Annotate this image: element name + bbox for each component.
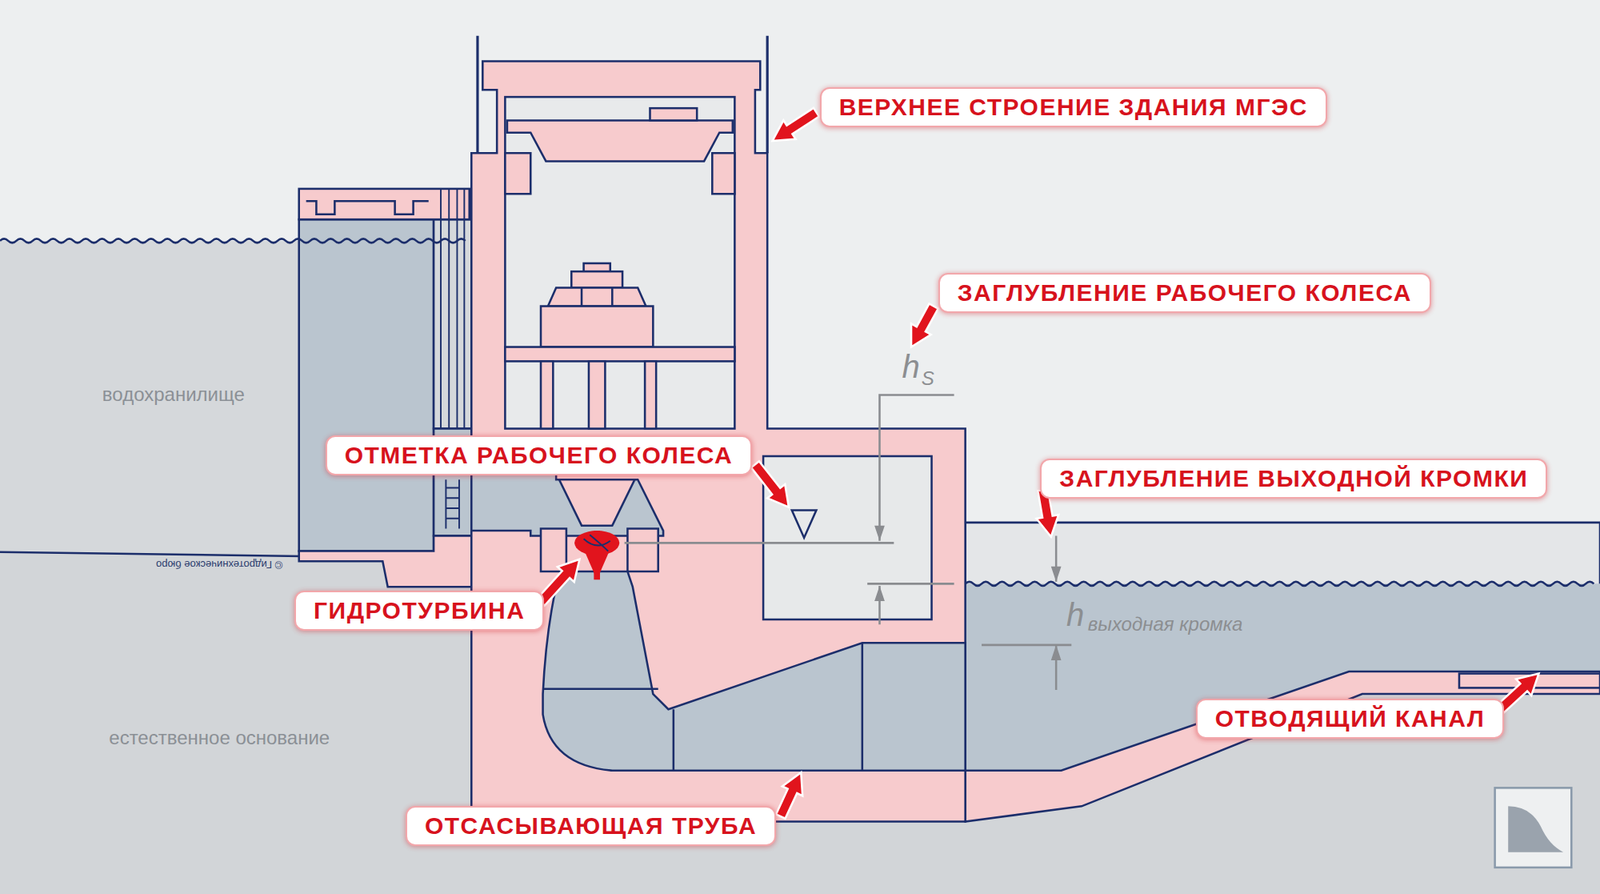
callout-box: ЗАГЛУБЛЕНИЕ ВЫХОДНОЙ КРОМКИ [1040,458,1548,499]
generator [540,306,653,348]
callout-box: ВЕРХНЕЕ СТРОЕНИЕ ЗДАНИЯ МГЭС [820,87,1328,128]
side-gallery [763,456,932,620]
turbine-cone [584,548,611,580]
exciter-top [584,263,611,272]
exciter [571,271,623,288]
machine-hall [504,96,735,428]
dimension-symbol: h [1066,596,1084,632]
callout-box: ЗАГЛУБЛЕНИЕ РАБОЧЕГО КОЛЕСА [938,272,1432,313]
turbine-blades [584,534,611,551]
shaft [588,360,605,428]
runner-level-line [624,541,895,544]
edge-depth-dimension [981,535,1072,690]
reservoir-wave [0,238,466,243]
intake-roof-notches [306,200,429,215]
ground-line [0,552,303,556]
dimension-subscript: выходная кромка [1088,613,1244,635]
region-label: водохранилище [102,384,245,405]
intake-roof [299,188,470,220]
hs-arrowheads [874,525,885,601]
callout-arrow [776,772,803,819]
hall-floor [504,347,735,362]
crane [507,120,733,161]
callout-box: ОТВОДЯЩИЙ КАНАЛ [1196,698,1505,739]
trash-rack-bay [433,219,472,428]
level-mark [792,510,817,538]
hs-dimension [867,394,954,624]
callout-box: ОТМЕТКА РАБОЧЕГО КОЛЕСА [325,435,753,476]
callout-arrow [911,303,939,347]
callout-box: ОТСАСЫВАЮЩАЯ ТРУБА [405,805,776,846]
generator-top [548,288,646,307]
callout-text: ЗАГЛУБЛЕНИЕ ВЫХОДНОЙ КРОМКИ [1059,464,1528,493]
tailwater-wave [965,581,1595,586]
intake-water [299,219,434,551]
tailwater [965,583,1600,770]
edge-depth-arrowheads [1051,566,1062,660]
callout-box: ГИДРОТУРБИНА [294,590,544,631]
intake-sill [299,535,472,587]
draft-tube [543,571,966,771]
logo-mark [1508,805,1564,852]
head-cover [559,479,635,525]
pier [540,360,553,428]
channel-cut [965,522,1600,771]
callout-arrow [751,460,789,508]
callout-text: ОТМЕТКА РАБОЧЕГО КОЛЕСА [344,440,734,470]
region-label: естественное основание [108,727,330,748]
callout-text: ГИДРОТУРБИНА [313,596,525,625]
dimension-subscript: S [921,368,935,389]
draft-tube-joints [543,642,863,770]
callout-text: ЗАГЛУБЛЕНИЕ РАБОЧЕГО КОЛЕСА [957,278,1412,308]
callout-text: ОТВОДЯЩИЙ КАНАЛ [1215,704,1486,733]
callout-arrow [772,108,820,141]
dimension-symbol: h [902,348,920,384]
pier [644,360,656,428]
ladder [445,479,460,528]
logo-frame [1495,787,1572,867]
callout-text: ОТСАСЫВАЮЩАЯ ТРУБА [424,811,757,840]
watermark: © Гидротехническое бюро [156,558,283,570]
callout-text: ВЕРХНЕЕ СТРОЕНИЕ ЗДАНИЯ МГЭС [839,92,1308,122]
crane-trolley [650,108,698,120]
